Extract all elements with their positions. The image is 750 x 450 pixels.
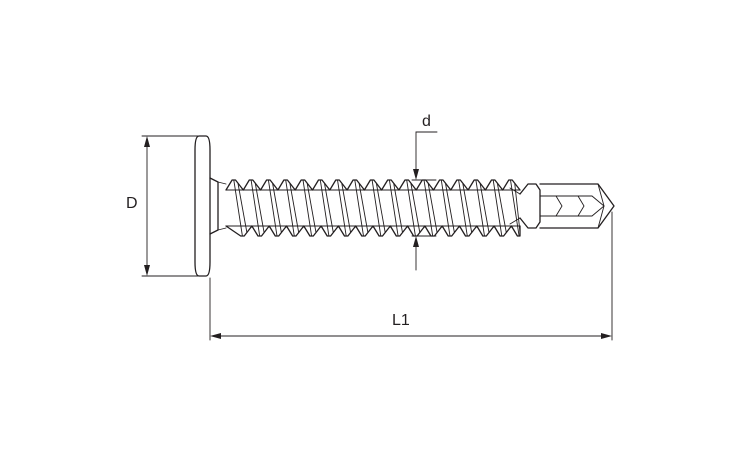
thread-profile-bottom (225, 225, 521, 237)
thread-flank-inner (324, 183, 334, 233)
screw-thread (225, 179, 521, 237)
thread-flank-inner (445, 183, 455, 233)
thread-flank-inner (479, 183, 490, 233)
thread-flank-inner (341, 183, 351, 233)
thread-flank-inner (289, 183, 300, 233)
thread-flank (492, 179, 503, 237)
thread-flank-inner (358, 183, 369, 233)
thread-flank (267, 179, 278, 237)
length-label: L1 (392, 312, 410, 329)
dimension-length: L1 (209, 211, 613, 341)
thread-flank-inner (393, 183, 403, 233)
thread-flank (458, 179, 468, 237)
thread-flank (233, 179, 243, 237)
thread-flank-inner (306, 183, 317, 233)
thread-diameter-label: d (422, 113, 431, 130)
thread-flank (250, 179, 261, 237)
thread-flank (319, 179, 330, 237)
thread-flank-inner (254, 183, 265, 233)
drill-point (509, 183, 615, 229)
thread-flank-inner (514, 183, 521, 233)
head-diameter-label: D (126, 195, 138, 212)
dimension-head-diameter: D (126, 135, 204, 277)
thread-flank (440, 179, 451, 237)
thread-flank-inner (427, 183, 438, 233)
thread-flank (337, 179, 347, 237)
thread-flank-inner (462, 183, 473, 233)
thread-flank (406, 179, 416, 237)
screw-head (194, 135, 227, 277)
dimension-thread-diameter: d (411, 113, 438, 271)
thread-flank-inner (497, 183, 507, 233)
thread-flank-inner (410, 183, 421, 233)
thread-flank-inner (272, 183, 282, 233)
thread-flank-inner (376, 183, 386, 233)
thread-flank (285, 179, 295, 237)
thread-flank (371, 179, 382, 237)
thread-flank (388, 179, 399, 237)
thread-flank (423, 179, 434, 237)
thread-flank (475, 179, 485, 237)
thread-flank (354, 179, 364, 237)
thread-flank (302, 179, 313, 237)
thread-flank-inner (237, 183, 248, 233)
